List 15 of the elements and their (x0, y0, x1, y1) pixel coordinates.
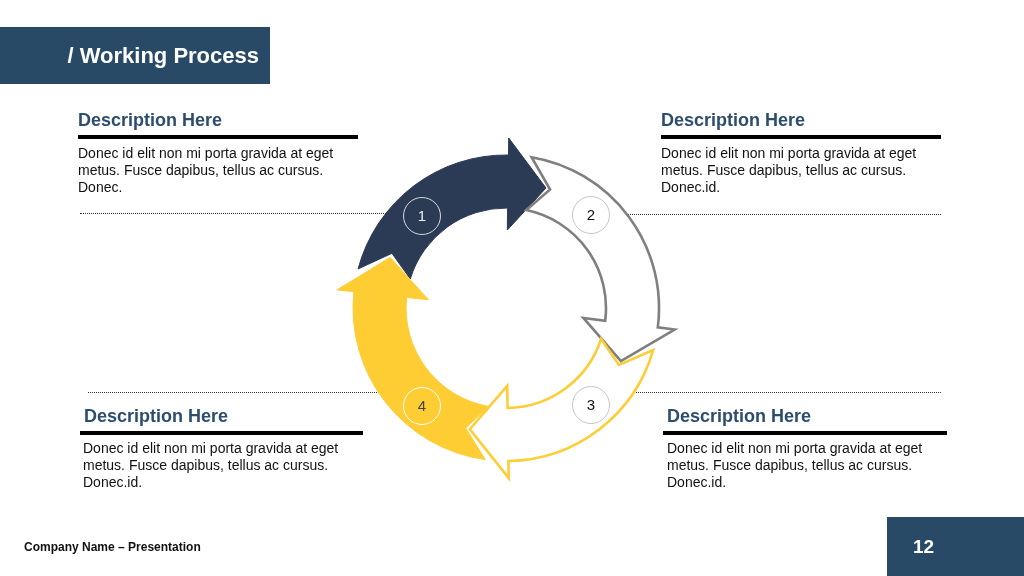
description-text: Donec id elit non mi porta gravida at eget metus. Fusce dapibus, tellus ac cursus. Donec.id. (667, 440, 924, 491)
description-text: Donec id elit non mi porta gravida at eget metus. Fusce dapibus, tellus ac cursus. Donec.id. (83, 440, 340, 491)
description-text: Donec id elit non mi porta gravida at eget metus. Fusce dapibus, tellus ac cursus. Donec. (78, 145, 335, 196)
curved-block-arrow (357, 137, 547, 280)
section-heading: Description Here (661, 109, 806, 131)
section-heading: Description Here (78, 109, 223, 131)
curved-block-arrow (525, 155, 676, 363)
section-heading: Description Here (667, 405, 812, 427)
section-heading: Description Here (84, 405, 229, 427)
footer-text: Company Name – Presentation (24, 540, 201, 555)
title-banner: / Working Process (0, 27, 270, 84)
curved-block-arrow (468, 337, 655, 480)
description-text: Donec id elit non mi porta gravida at eget metus. Fusce dapibus, tellus ac cursus. Donec.id. (661, 145, 918, 196)
page-number: 12 (887, 517, 1024, 576)
curved-block-arrow (336, 256, 490, 461)
